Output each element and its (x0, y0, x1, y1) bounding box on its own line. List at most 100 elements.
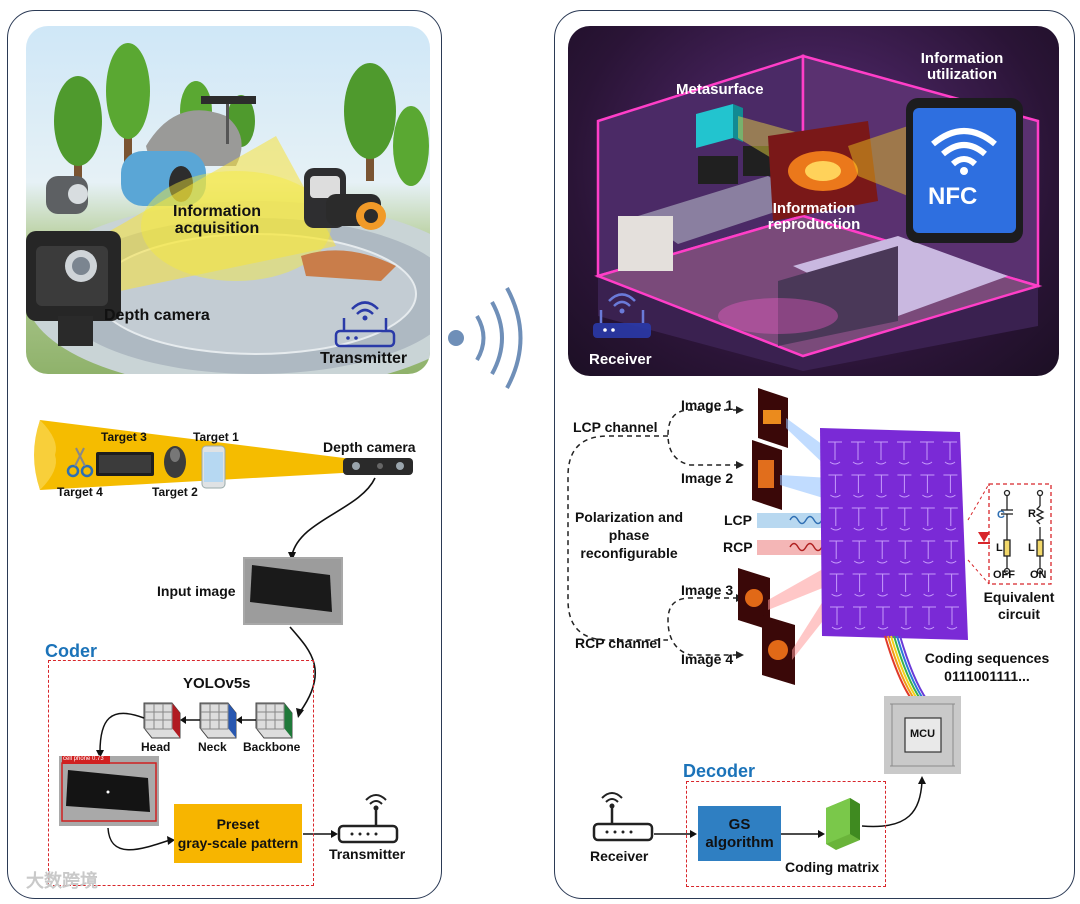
detection-class-label: cell phone 0.73 (63, 756, 104, 762)
lcp-channel-label: LCP channel (573, 419, 658, 435)
receiver-router-icon (593, 293, 651, 338)
keyboard-icon (96, 452, 154, 476)
unit-cell (899, 606, 913, 630)
unit-cell (920, 507, 935, 531)
circuit-l2-label: L (1028, 542, 1035, 554)
transmitter-router-icon (337, 794, 399, 844)
unit-cell (830, 606, 844, 630)
coding-matrix-label: Coding matrix (785, 859, 880, 875)
scissors-icon (66, 447, 94, 478)
unit-cell (897, 507, 912, 531)
watermark-text: 大数跨境 (26, 871, 98, 892)
preset-grayscale-box: Preset gray-scale pattern (174, 804, 302, 863)
metasurface-label: Metasurface (676, 81, 764, 98)
unit-cell (851, 474, 866, 498)
hologram-image-2 (752, 440, 782, 510)
info-utilization-label: Information utilization (920, 50, 1004, 83)
gs-algorithm-label: GS algorithm (705, 815, 774, 851)
receiver-scene-label: Receiver (589, 351, 652, 368)
circuit-r-label: R (1028, 508, 1036, 520)
depth-camera-label: Depth camera (323, 439, 416, 455)
metasurface-array (820, 428, 968, 640)
preset-grayscale-label: Preset gray-scale pattern (177, 816, 299, 851)
unit-cell (898, 540, 913, 564)
equivalent-circuit-box (988, 483, 1052, 585)
image-3-label: Image 3 (681, 582, 734, 598)
info-reproduction-label: Information reproduction (767, 200, 861, 233)
diode-icon (978, 532, 990, 542)
unit-cell (897, 474, 912, 498)
circuit-l1-label: L (996, 542, 1003, 554)
unit-cell (943, 441, 957, 465)
neck-label: Neck (198, 740, 227, 754)
unit-cell (853, 606, 867, 630)
circuit-on-label: ON (1030, 569, 1047, 581)
rcp-label: RCP (723, 539, 753, 555)
target-1-label: Target 1 (193, 430, 239, 444)
unit-cell (828, 441, 842, 465)
unit-cell (829, 540, 844, 564)
mcu-label: MCU (910, 728, 936, 740)
smartphone-icon (906, 98, 1023, 243)
backbone-label: Backbone (243, 740, 301, 754)
unit-cell (943, 507, 958, 531)
unit-cell (875, 573, 890, 597)
input-image-label: Input image (157, 583, 236, 599)
unit-cell (875, 540, 890, 564)
info-acquisition-label: Information acquisition (173, 203, 261, 237)
rcp-beam (757, 540, 829, 555)
decoder-receiver-router-icon (592, 792, 654, 842)
hologram-image-1 (758, 388, 788, 448)
image-4-label: Image 4 (681, 651, 734, 667)
target-2-label: Target 2 (152, 485, 198, 499)
outdoor-scene-art (26, 43, 430, 374)
indoor-scene-art (593, 54, 1043, 371)
hologram-image-3 (738, 568, 770, 630)
unit-cell (828, 474, 843, 498)
coder-title: Coder (45, 641, 98, 661)
unit-cell (920, 474, 935, 498)
head-label: Head (141, 740, 171, 754)
lcp-label: LCP (724, 512, 752, 528)
equivalent-circuit-label: Equivalent circuit (983, 589, 1055, 622)
head-block-icon (143, 702, 181, 739)
unit-cell (922, 606, 936, 630)
circuit-off-label: OFF (993, 569, 1015, 581)
router-icon (334, 301, 396, 348)
target-3-label: Target 3 (101, 430, 147, 444)
wifi-signal-icon (448, 287, 523, 389)
rcp-channel-label: RCP channel (575, 635, 662, 651)
unit-cell (921, 573, 936, 597)
coding-matrix-block-icon (826, 798, 860, 850)
unit-cell (852, 573, 867, 597)
lcp-beam (757, 513, 829, 528)
unit-cell (851, 507, 866, 531)
unit-cell (945, 606, 959, 630)
unit-cell (897, 441, 911, 465)
image-2-label: Image 2 (681, 470, 734, 486)
unit-cell (944, 540, 959, 564)
coder-box (48, 660, 314, 886)
decoder-receiver-label: Receiver (590, 848, 649, 864)
hologram-image-4 (762, 615, 795, 685)
circuit-c-label: C (997, 509, 1005, 521)
unit-cell (829, 573, 844, 597)
unit-cell (943, 474, 958, 498)
unit-cell (851, 441, 865, 465)
depth-camera-scene-label: Depth camera (104, 307, 210, 324)
unit-cell (874, 507, 889, 531)
mcu-chip-icon (904, 717, 942, 753)
nfc-label: NFC (928, 183, 978, 210)
decoder-box (686, 781, 886, 887)
unit-cell (921, 540, 936, 564)
gs-algorithm-box: GS algorithm (698, 806, 781, 861)
unit-cell (874, 474, 889, 498)
transmitter-scene-label: Transmitter (320, 350, 408, 367)
unit-cell (874, 441, 888, 465)
yolo-model-label: YOLOv5s (183, 675, 251, 692)
unit-cell (828, 507, 843, 531)
coder-transmitter-label: Transmitter (329, 846, 406, 862)
